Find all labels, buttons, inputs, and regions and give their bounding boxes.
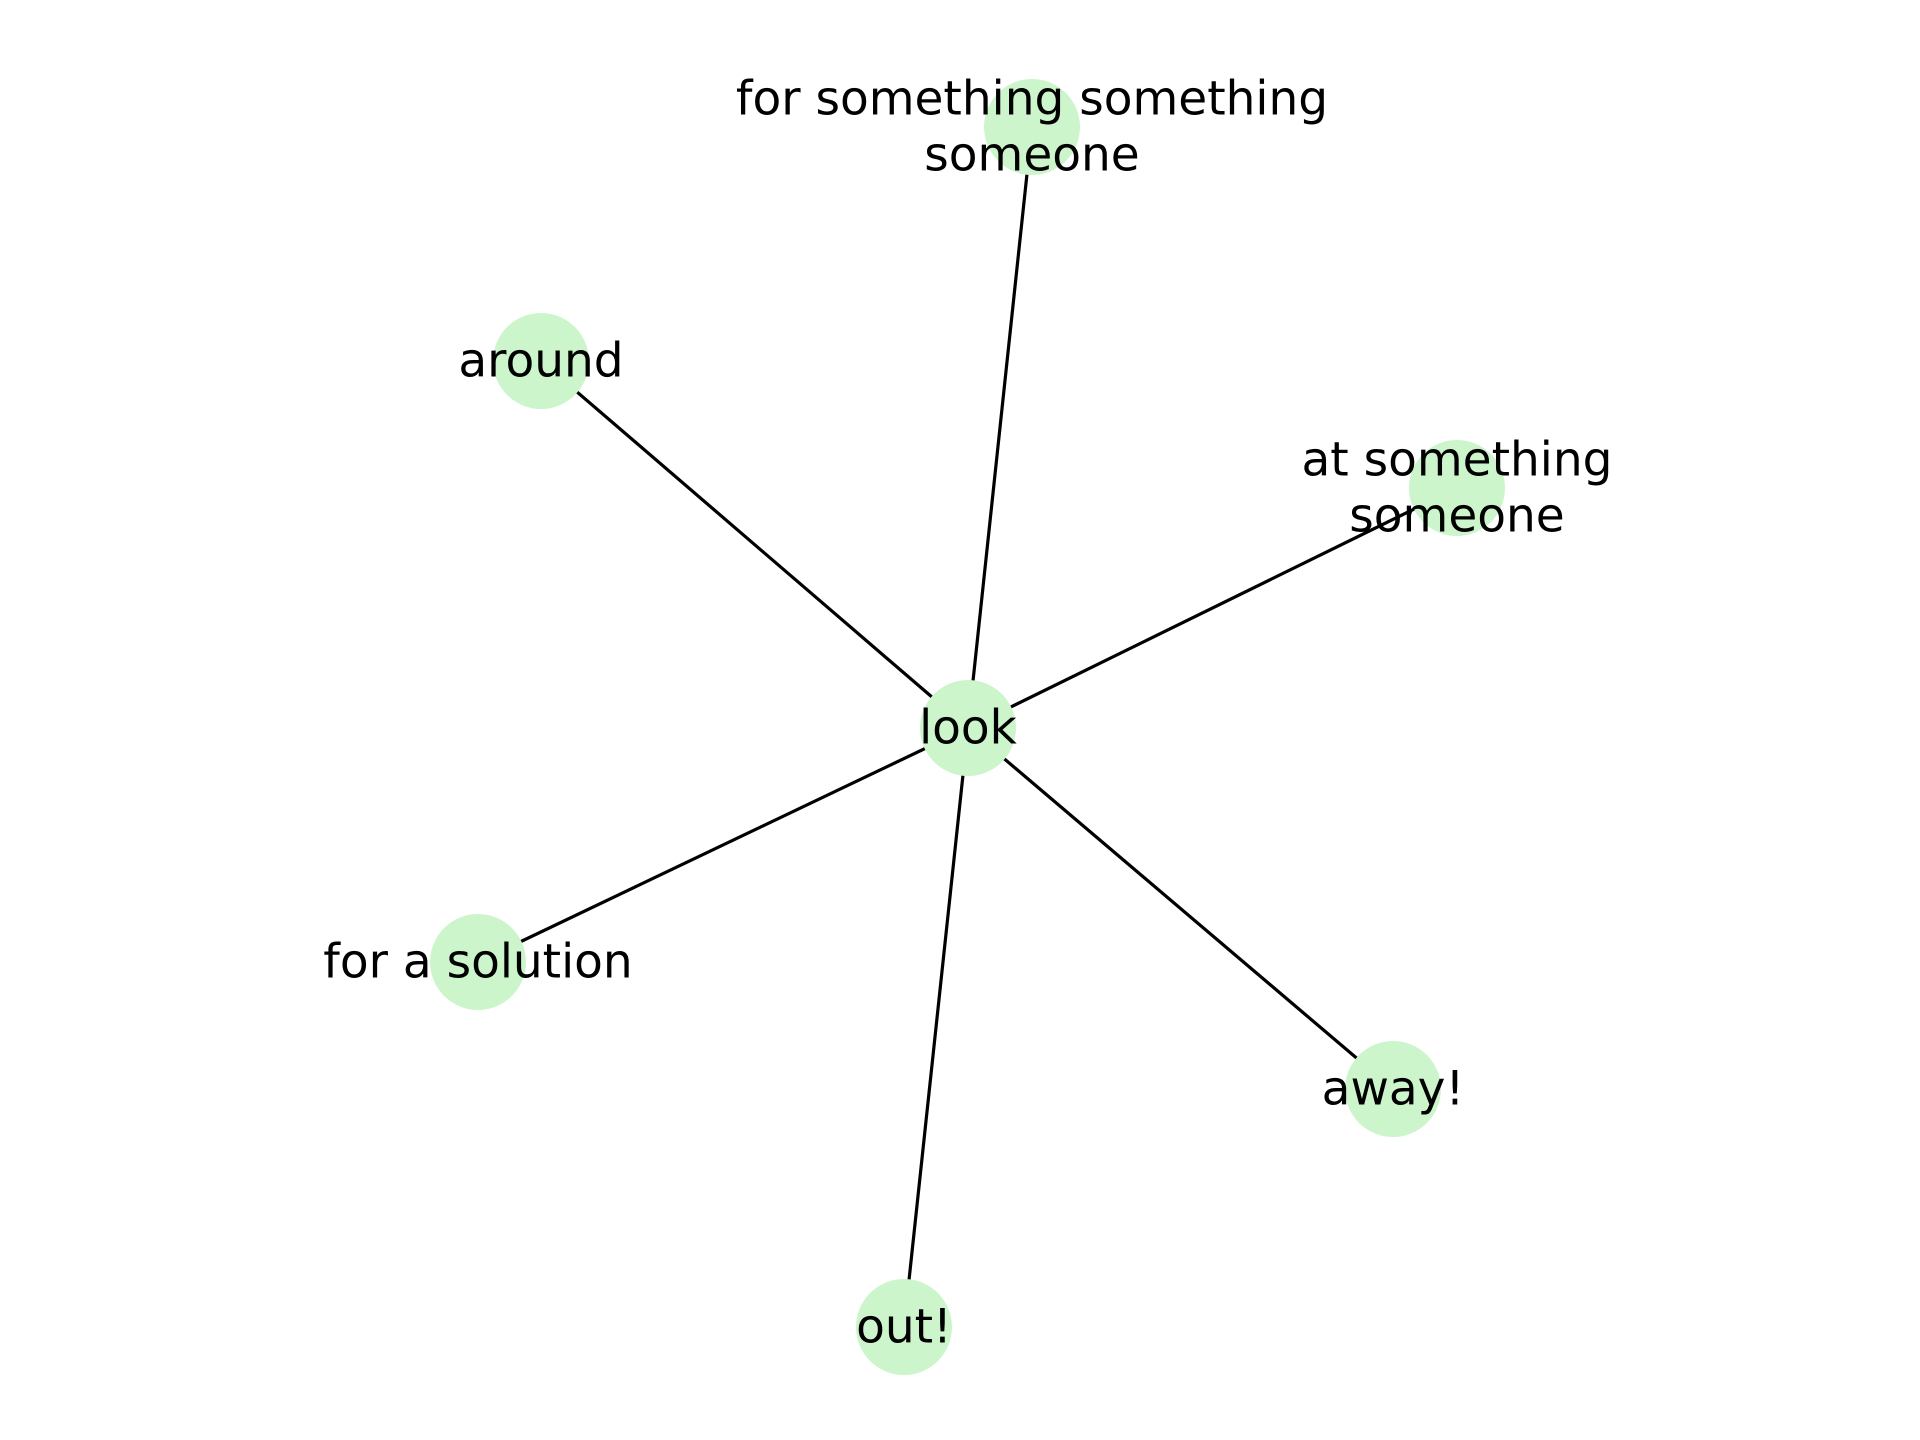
node-look (920, 680, 1016, 776)
node-out (856, 1279, 952, 1375)
edge-look-around (539, 359, 970, 730)
node-label-at-something-someone-line-1: at something (1301, 433, 1612, 488)
node-label-for-something-something-someone-line-2: someone (924, 128, 1139, 183)
node-for-a-solution (430, 914, 526, 1010)
node-around (493, 313, 589, 409)
edge-look-away (966, 726, 1395, 1091)
nodes-layer (430, 79, 1505, 1375)
node-away (1345, 1041, 1441, 1137)
node-label-for-a-solution: for a solution (323, 935, 632, 990)
node-label-look: look (919, 701, 1018, 756)
edge-look-for-something-something-someone (966, 126, 1034, 729)
edge-look-out (902, 727, 970, 1328)
edges-layer (477, 126, 1458, 1328)
node-label-out: out! (856, 1300, 952, 1355)
node-at-something-someone (1409, 440, 1505, 536)
node-for-something-something-someone (984, 79, 1080, 175)
node-label-at-something-someone-line-2: someone (1349, 489, 1564, 544)
edge-look-for-a-solution (477, 726, 969, 964)
node-label-away: away! (1322, 1062, 1465, 1117)
edge-look-at-something-someone (967, 486, 1458, 730)
node-label-around: around (458, 334, 623, 389)
node-label-for-something-something-someone-line-1: for something something (736, 72, 1328, 127)
